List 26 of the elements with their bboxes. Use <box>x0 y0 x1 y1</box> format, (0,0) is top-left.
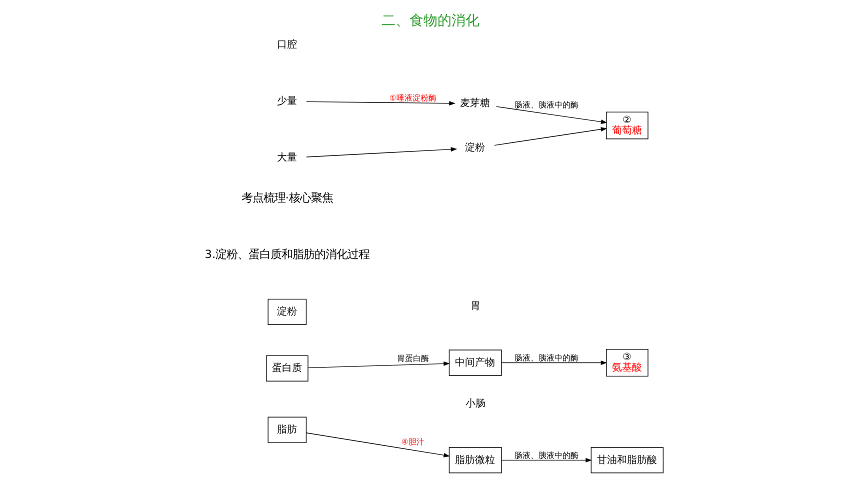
node-text: 麦芽糖 <box>460 98 490 110</box>
node-text: 大量 <box>276 152 296 164</box>
node-text: 淀粉 <box>464 142 485 154</box>
node-box: 脂肪微粒 <box>448 447 502 474</box>
label: 小肠 <box>464 398 485 410</box>
node-text: 少量 <box>276 96 296 108</box>
arrow <box>500 360 607 365</box>
diagram-title: 二、食物的消化 <box>381 13 479 30</box>
label: 考点梳理·核心聚焦 <box>240 192 332 205</box>
arrow <box>500 458 592 462</box>
label: 胃 <box>470 300 480 312</box>
node-box: ③ 氨基酸 <box>605 348 648 377</box>
node-box: ② 葡萄糖 <box>605 112 648 140</box>
node-box: 甘油和脂肪酸 <box>590 447 664 474</box>
arrow <box>306 101 455 106</box>
arrow <box>495 106 607 124</box>
label: 口腔 <box>276 40 297 51</box>
node-box: 中间产物 <box>448 350 502 376</box>
arrow <box>307 361 450 368</box>
label: 3.淀粉、蛋白质和脂肪的消化过程 <box>204 248 370 262</box>
arrow <box>306 432 450 458</box>
node-box: 淀粉 <box>267 298 306 325</box>
node-box: 蛋白质 <box>265 355 308 382</box>
node-box: 脂肪 <box>267 416 306 443</box>
arrow <box>494 127 607 146</box>
arrow <box>306 147 457 158</box>
